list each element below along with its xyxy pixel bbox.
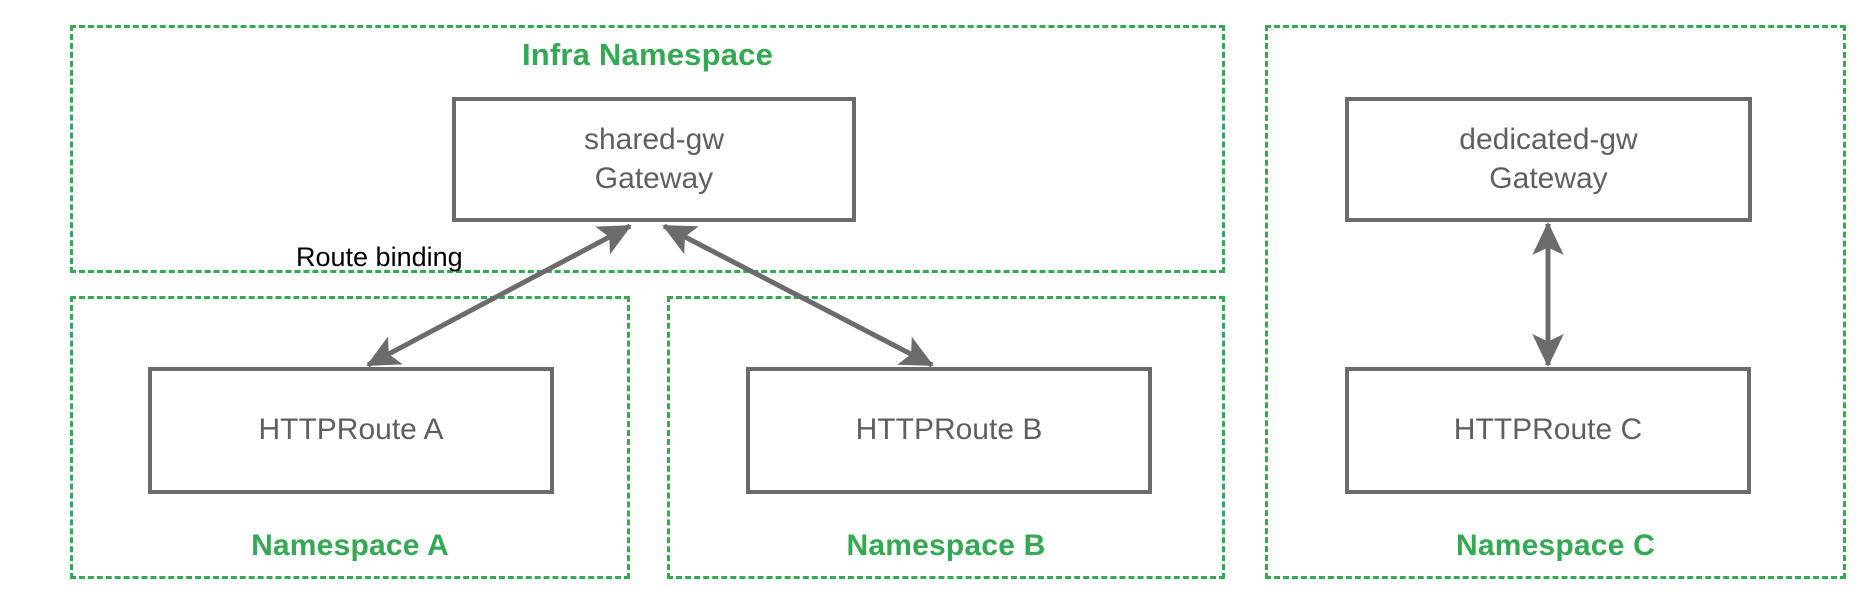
route-binding-label: Route binding — [296, 242, 463, 272]
resource-box-dedicated-gw[interactable]: dedicated-gw Gateway — [1345, 97, 1752, 222]
namespace-label-c: Namespace C — [1456, 529, 1655, 562]
namespace-label-infra: Infra Namespace — [521, 37, 774, 72]
namespace-label-a: Namespace A — [251, 529, 449, 562]
namespace-boundary-b — [667, 296, 1225, 579]
resource-box-httproute-a[interactable]: HTTPRoute A — [148, 367, 554, 494]
resource-box-httproute-b[interactable]: HTTPRoute B — [746, 367, 1152, 494]
resource-box-shared-gw[interactable]: shared-gw Gateway — [452, 97, 856, 222]
namespace-boundary-c — [1265, 25, 1846, 579]
namespace-boundary-infra — [70, 25, 1225, 273]
namespace-label-b: Namespace B — [846, 529, 1046, 562]
namespace-boundary-a — [70, 296, 630, 579]
resource-box-httproute-c[interactable]: HTTPRoute C — [1345, 367, 1751, 494]
